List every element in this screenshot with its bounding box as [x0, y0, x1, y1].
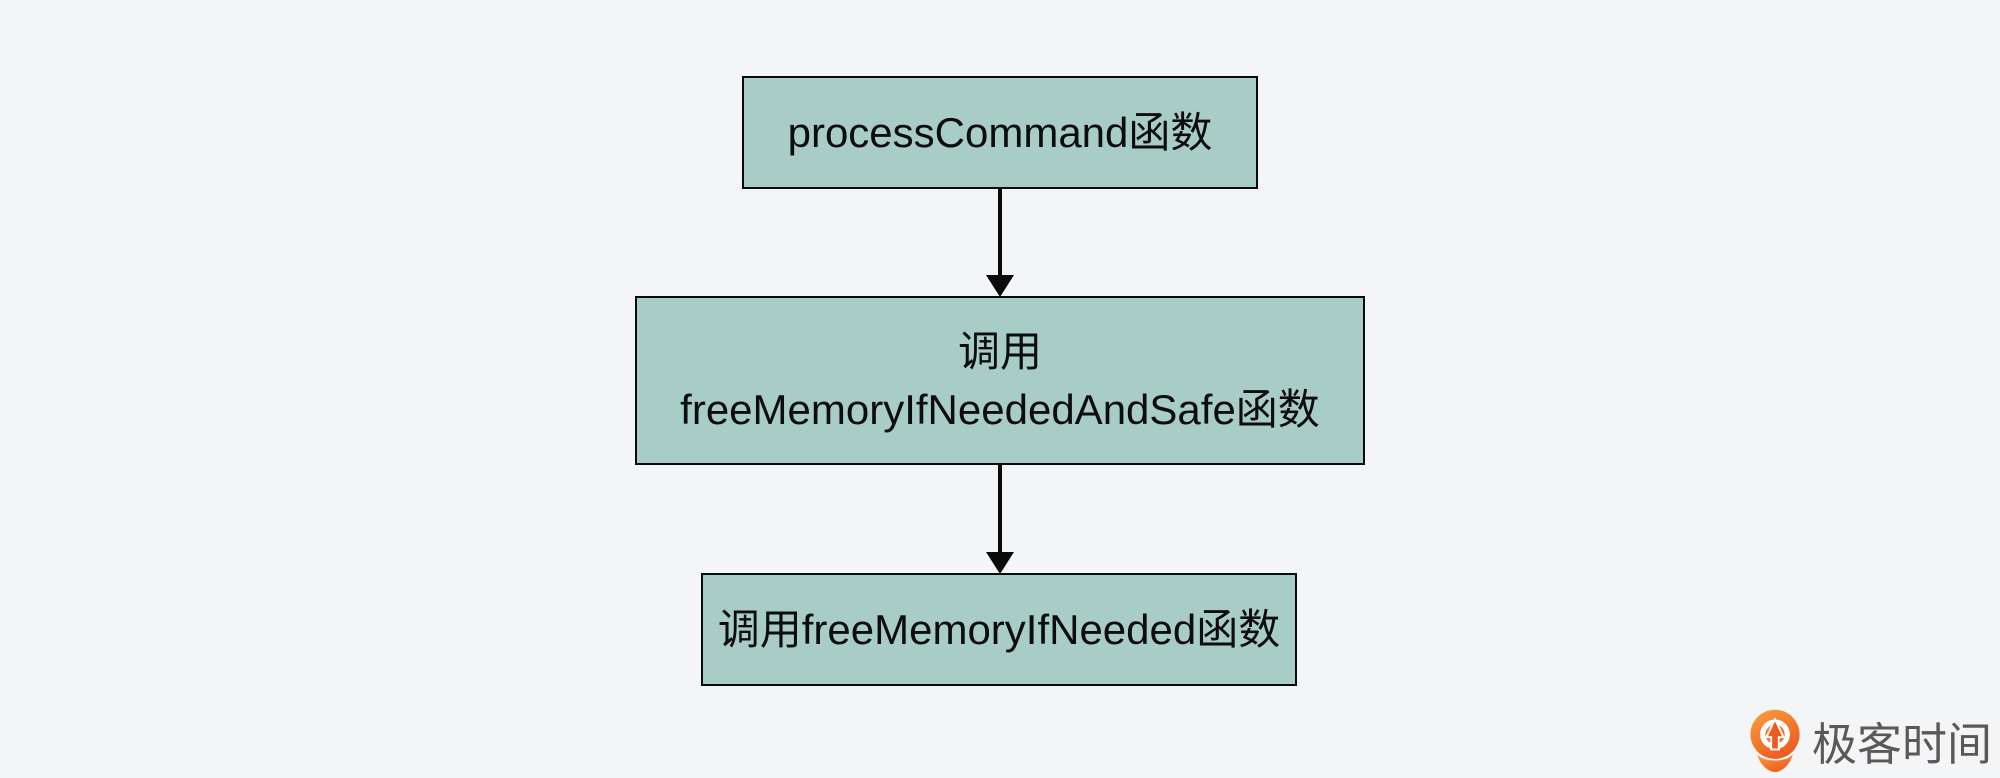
- node-label: 调用: [957, 327, 1042, 375]
- flow-node-free-memory-if-needed: 调用freeMemoryIfNeeded函数: [701, 573, 1297, 686]
- geektime-logo-text: 极客时间: [1812, 718, 1993, 770]
- geektime-pin-icon: [1750, 709, 1800, 773]
- geektime-watermark: 极客时间: [1744, 706, 1992, 774]
- arrow-head-icon: [986, 275, 1014, 297]
- arrow-down-icon: [998, 189, 1002, 277]
- arrow-head-icon: [986, 552, 1014, 574]
- node-label: freeMemoryIfNeededAndSafe函数: [680, 385, 1320, 433]
- arrow-down-icon: [998, 465, 1002, 554]
- flow-node-process-command: processCommand函数: [742, 76, 1258, 189]
- flow-node-free-memory-if-needed-and-safe: 调用 freeMemoryIfNeededAndSafe函数: [635, 296, 1365, 465]
- node-label: 调用freeMemoryIfNeeded函数: [717, 605, 1281, 653]
- node-label: processCommand函数: [787, 108, 1213, 156]
